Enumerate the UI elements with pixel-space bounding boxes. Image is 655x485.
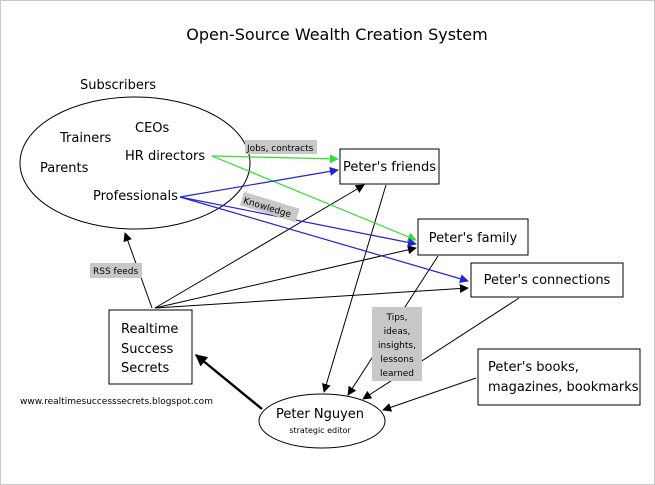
edge-label-tips-4: lessons (380, 355, 414, 365)
node-peters-friends-label: Peter's friends (343, 160, 436, 175)
diagram-title: Open-Source Wealth Creation System (186, 25, 487, 44)
edge-label-jobs: Jobs, contracts (246, 144, 314, 154)
edge-label-tips-2: ideas, (384, 327, 411, 337)
edge-label-tips-5: learned (380, 369, 414, 379)
tips-label-bg (372, 307, 422, 381)
edge-label-tips-1: Tips, (386, 313, 408, 323)
subscriber-professionals: Professionals (93, 189, 178, 204)
node-peters-books (477, 348, 641, 406)
node-peters-family (417, 218, 529, 256)
node-peter-nguyen (258, 393, 386, 449)
rss-label-bg (90, 263, 142, 278)
subscriber-trainers: Trainers (59, 131, 112, 146)
subscribers-ellipse (19, 96, 251, 230)
node-realtime-line1: Realtime (121, 322, 178, 337)
node-peters-friends (339, 148, 440, 185)
subscribers-label: Subscribers (80, 78, 156, 93)
node-peters-connections (470, 262, 624, 298)
arrow-knowledge-to-family (179, 196, 417, 247)
arrow-jobs-to-friends (211, 154, 339, 164)
arrow-knowledge-to-connections (179, 196, 469, 284)
arrow-realtime-to-friends (154, 184, 365, 309)
node-realtime-success-secrets (108, 309, 193, 385)
arrow-books-to-peter (382, 377, 477, 412)
node-peter-nguyen-name: Peter Nguyen (276, 407, 364, 422)
edge-label-tips-3: insights, (378, 341, 416, 351)
jobs-label-bg (245, 140, 317, 154)
node-realtime-line2: Success (121, 342, 174, 357)
subscriber-hr-directors: HR directors (125, 149, 205, 164)
website-url: www.realtimesuccesssecrets.blogspot.com (20, 397, 213, 407)
arrow-friends-to-peter (322, 184, 387, 393)
arrow-knowledge-to-friends (179, 166, 339, 198)
node-peters-books-line1: Peter's books, (488, 360, 579, 375)
arrow-realtime-to-connections (154, 284, 469, 309)
node-realtime-line3: Secrets (121, 361, 170, 376)
subscriber-parents: Parents (40, 161, 89, 176)
arrow-realtime-to-family (154, 245, 417, 309)
arrow-peter-to-realtime (195, 354, 263, 410)
node-peters-books-line2: magazines, bookmarks (488, 380, 639, 395)
knowledge-label-bg (239, 191, 300, 223)
node-peters-connections-label: Peter's connections (484, 273, 611, 288)
edge-label-rss: RSS feeds (93, 267, 138, 277)
subscriber-ceos: CEOs (135, 121, 170, 136)
node-peters-family-label: Peter's family (429, 231, 518, 246)
arrow-jobs-to-family (211, 155, 417, 242)
node-peter-nguyen-role: strategic editor (289, 426, 351, 435)
arrow-connections-to-peter (362, 297, 520, 400)
